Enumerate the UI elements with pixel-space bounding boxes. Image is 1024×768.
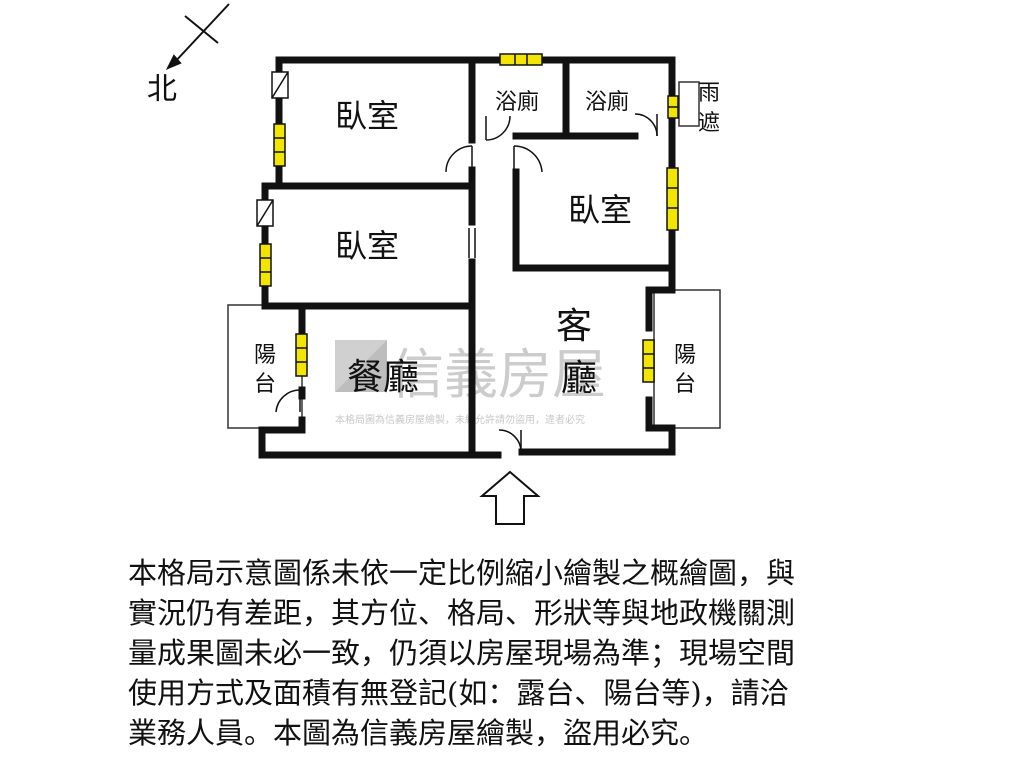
disclaimer-line: 實況仍有差距，其方位、格局、形狀等與地政機關測 — [128, 596, 796, 630]
room-label-living-2: 廳 — [561, 358, 597, 399]
floor-plan: 北 信義房屋 本格局圖為信義房屋繪製，未經允許請勿盜用，違者必究 — [147, 3, 721, 525]
vent-icon — [256, 71, 289, 227]
north-compass-icon — [165, 3, 230, 70]
room-label-bathroom-1: 浴廁 — [495, 90, 539, 115]
room-label-canopy-1: 雨 — [698, 81, 720, 106]
watermark: 信義房屋 本格局圖為信義房屋繪製，未經允許請勿盜用，違者必究 — [335, 340, 606, 426]
windows — [259, 53, 679, 383]
room-label-balcony-left-2: 台 — [254, 372, 276, 397]
room-label-balcony-right-2: 台 — [674, 372, 696, 397]
disclaimer-line: 本格局示意圖係未依一定比例縮小繪製之概繪圖，與 — [128, 556, 796, 590]
watermark-brand: 信義房屋 — [390, 343, 606, 406]
room-label-balcony-left-1: 陽 — [254, 343, 276, 368]
room-label-dining: 餐廳 — [347, 357, 419, 398]
watermark-notice: 本格局圖為信義房屋繪製，未經允許請勿盜用，違者必究 — [335, 413, 585, 426]
north-label: 北 — [147, 72, 177, 107]
entrance-arrow-icon — [479, 470, 541, 525]
disclaimer-line: 使用方式及面積有無登記(如：露台、陽台等)，請洽 — [128, 676, 789, 710]
room-label-living-1: 客 — [556, 306, 592, 347]
disclaimer-line: 量成果圖未必一致，仍須以房屋現場為準；現場空間 — [128, 636, 796, 670]
room-label-bathroom-2: 浴廁 — [585, 90, 629, 115]
disclaimer-line: 業務人員。本圖為信義房屋繪製，盜用必究。 — [128, 716, 709, 750]
disclaimer-text: 本格局示意圖係未依一定比例縮小繪製之概繪圖，與 實況仍有差距，其方位、格局、形狀… — [128, 553, 908, 753]
door-swings — [275, 113, 658, 453]
room-label-canopy-2: 遮 — [698, 111, 720, 136]
room-label-bedroom-right: 臥室 — [568, 191, 632, 229]
room-label-bedroom-top-left: 臥室 — [335, 97, 399, 135]
room-label-balcony-right-1: 陽 — [674, 343, 696, 368]
room-label-bedroom-middle-left: 臥室 — [335, 227, 399, 265]
